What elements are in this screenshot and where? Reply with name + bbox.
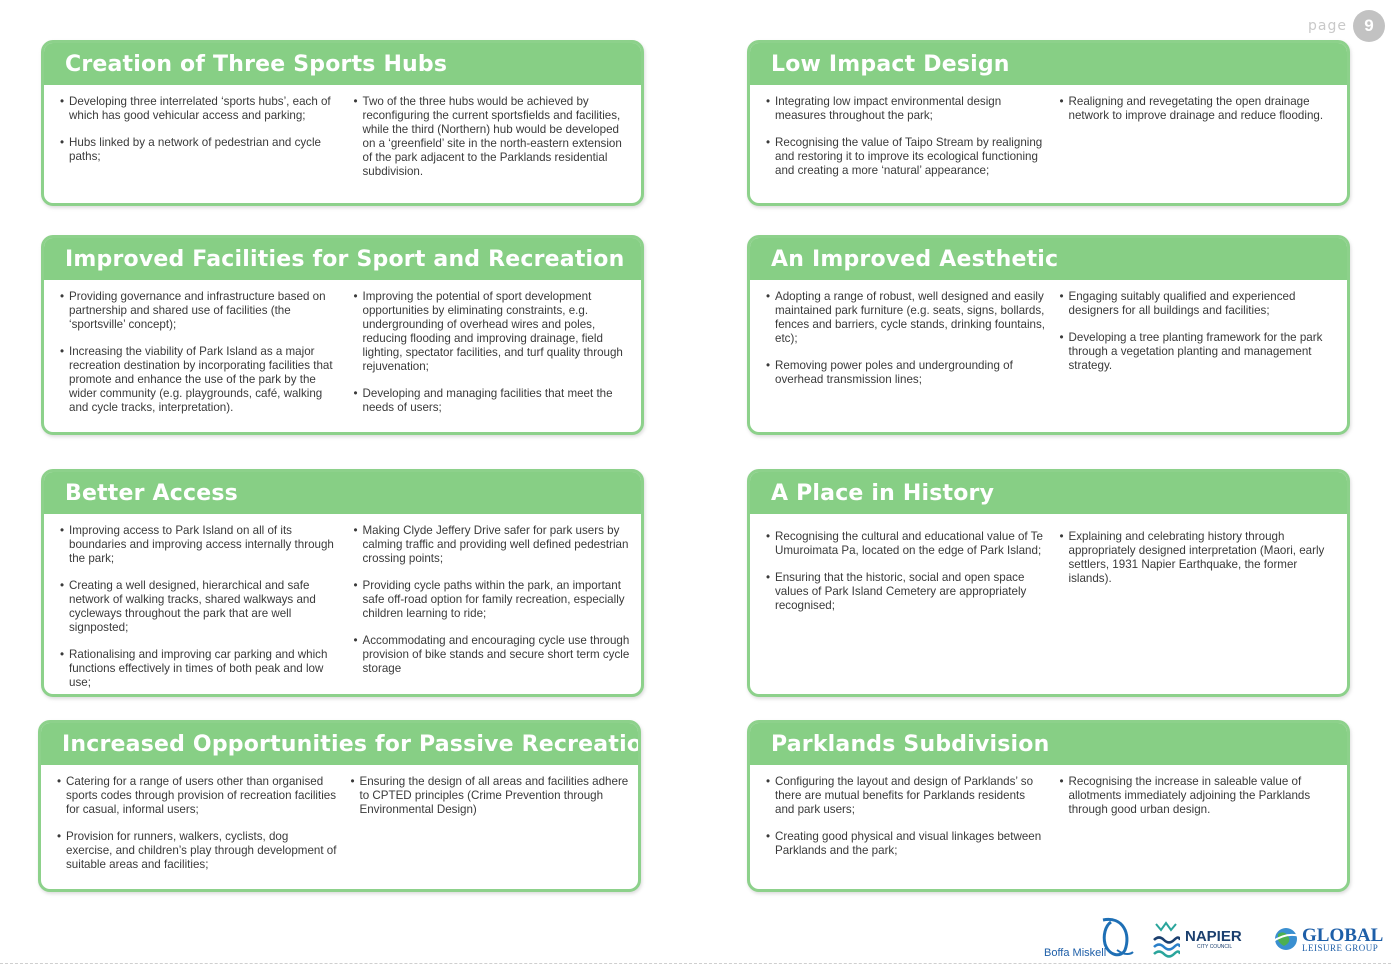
bullet-item: Provision for runners, walkers, cyclists… xyxy=(57,830,337,872)
bullet-item: Improving the potential of sport develop… xyxy=(354,290,634,374)
bullet-item: Recognising the increase in saleable val… xyxy=(1060,775,1340,817)
card-better-access: Better Access Improving access to Park I… xyxy=(41,469,644,697)
global-leisure-logo: GLOBAL LEISURE GROUP xyxy=(1272,916,1384,961)
bullet-item: Ensuring that the historic, social and o… xyxy=(766,571,1046,613)
bullet-item: Hubs linked by a network of pedestrian a… xyxy=(60,136,340,164)
card-title: Increased Opportunities for Passive Recr… xyxy=(62,731,641,757)
card-title: Parklands Subdivision xyxy=(771,731,1050,757)
footer-divider xyxy=(0,963,1391,964)
card-improved-aesthetic: An Improved Aesthetic Adopting a range o… xyxy=(747,235,1350,435)
bullet-item: Catering for a range of users other than… xyxy=(57,775,337,817)
global-text: GLOBAL xyxy=(1302,925,1384,946)
bullet-item: Explaining and celebrating history throu… xyxy=(1060,530,1340,586)
globe-icon xyxy=(1272,928,1300,950)
bullet-item: Ensuring the design of all areas and fac… xyxy=(351,775,631,817)
bullet-item: Adopting a range of robust, well designe… xyxy=(766,290,1046,346)
bullet-item: Creating good physical and visual linkag… xyxy=(766,830,1046,858)
boffa-miskell-text: Boffa Miskell xyxy=(1044,947,1107,959)
bullet-item: Developing a tree planting framework for… xyxy=(1060,331,1340,373)
card-place-in-history: A Place in History Recognising the cultu… xyxy=(747,469,1350,697)
card-header: Improved Facilities for Sport and Recrea… xyxy=(44,238,641,280)
bullet-item: Making Clyde Jeffery Drive safer for par… xyxy=(354,524,634,566)
napier-logo: NAPIER CITY COUNCIL xyxy=(1152,916,1242,961)
bullet-item: Accommodating and encouraging cycle use … xyxy=(354,634,634,676)
bullet-item: Two of the three hubs would be achieved … xyxy=(354,95,634,179)
bullet-item: Recognising the cultural and educational… xyxy=(766,530,1046,558)
napier-wave-icon xyxy=(1153,921,1180,958)
card-title: Creation of Three Sports Hubs xyxy=(65,51,448,77)
card-title: Better Access xyxy=(65,480,238,506)
bullet-item: Creating a well designed, hierarchical a… xyxy=(60,579,340,635)
bullet-item: Developing three interrelated ‘sports hu… xyxy=(60,95,340,123)
page-indicator: page 9 xyxy=(1308,10,1385,42)
boffa-swoosh-icon xyxy=(1102,917,1134,957)
bullet-item: Improving access to Park Island on all o… xyxy=(60,524,340,566)
bullet-item: Recognising the value of Taipo Stream by… xyxy=(766,136,1046,178)
boffa-miskell-logo: Boffa Miskell xyxy=(1040,916,1135,961)
card-low-impact-design: Low Impact Design Integrating low impact… xyxy=(747,40,1350,206)
napier-subtitle: CITY COUNCIL xyxy=(1197,944,1233,950)
card-header: An Improved Aesthetic xyxy=(750,238,1347,280)
card-header: Creation of Three Sports Hubs xyxy=(44,43,641,85)
napier-text: NAPIER xyxy=(1185,928,1242,945)
footer-logos: Boffa Miskell NAPIER CITY COUNCIL GLOBAL… xyxy=(1040,916,1385,961)
card-title: A Place in History xyxy=(771,480,995,506)
card-passive-recreation: Increased Opportunities for Passive Recr… xyxy=(38,720,641,892)
bullet-item: Realigning and revegetating the open dra… xyxy=(1060,95,1340,123)
page-number: 9 xyxy=(1353,10,1385,42)
card-header: Parklands Subdivision xyxy=(750,723,1347,765)
bullet-item: Removing power poles and undergrounding … xyxy=(766,359,1046,387)
global-subtitle: LEISURE GROUP xyxy=(1302,943,1379,953)
page-label: page xyxy=(1308,18,1347,34)
bullet-item: Configuring the layout and design of Par… xyxy=(766,775,1046,817)
bullet-item: Providing governance and infrastructure … xyxy=(60,290,340,332)
card-header: Increased Opportunities for Passive Recr… xyxy=(41,723,638,765)
card-header: A Place in History xyxy=(750,472,1347,514)
card-title: An Improved Aesthetic xyxy=(771,246,1059,272)
bullet-item: Integrating low impact environmental des… xyxy=(766,95,1046,123)
card-header: Low Impact Design xyxy=(750,43,1347,85)
card-title: Low Impact Design xyxy=(771,51,1010,77)
card-header: Better Access xyxy=(44,472,641,514)
card-parklands-subdivision: Parklands Subdivision Configuring the la… xyxy=(747,720,1350,892)
card-title: Improved Facilities for Sport and Recrea… xyxy=(65,246,625,272)
bullet-item: Engaging suitably qualified and experien… xyxy=(1060,290,1340,318)
bullet-item: Developing and managing facilities that … xyxy=(354,387,634,415)
bullet-item: Rationalising and improving car parking … xyxy=(60,648,340,690)
bullet-item: Providing cycle paths within the park, a… xyxy=(354,579,634,621)
bullet-item: Increasing the viability of Park Island … xyxy=(60,345,340,415)
card-sports-hubs: Creation of Three Sports Hubs Developing… xyxy=(41,40,644,206)
card-improved-facilities: Improved Facilities for Sport and Recrea… xyxy=(41,235,644,435)
